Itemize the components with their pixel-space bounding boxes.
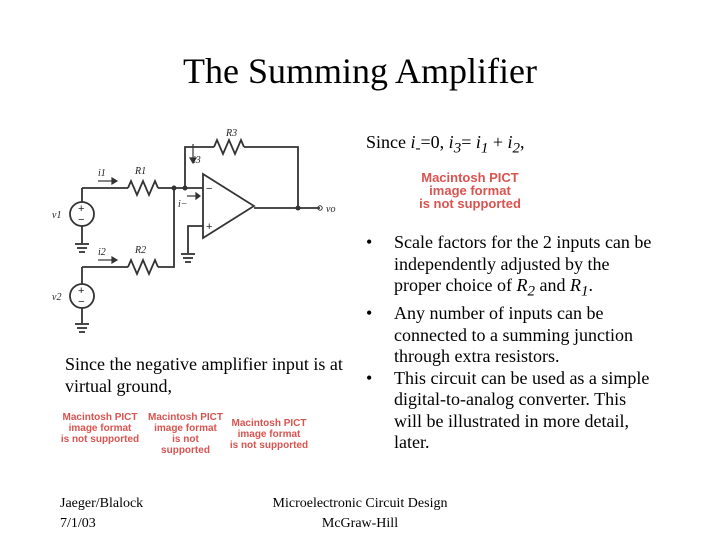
bullet-marker: •: [366, 367, 373, 388]
pict-placeholder-equation-2: Macintosh PICT image format is not suppo…: [148, 412, 223, 456]
r3-resistor: [213, 137, 245, 157]
slide-title: The Summing Amplifier: [183, 51, 537, 91]
text-run: Scale factors for the 2 inputs can be in…: [394, 232, 652, 295]
pict-line-3: is not supported: [419, 196, 521, 211]
pict-line-2: image format: [237, 429, 301, 440]
pict-placeholder-equation-1: Macintosh PICT image format is not suppo…: [60, 412, 140, 445]
r2-wire-out: [158, 188, 175, 268]
r2-label: R2: [134, 245, 146, 256]
text-run: i: [448, 132, 454, 152]
pict-line-1: Macintosh PICT: [421, 170, 519, 185]
text-run: R: [516, 275, 528, 295]
bullet-list: • Scale factors for the 2 inputs can be i…: [366, 232, 656, 454]
text-run: i: [507, 132, 513, 152]
text-run: 1: [580, 283, 589, 300]
footer-author-date: Jaeger/Blalock 7/1/03: [60, 494, 143, 534]
text-run: and: [534, 275, 570, 295]
bullet-item: • This circuit can be used as a simple di…: [366, 368, 656, 454]
pict-line-1: Macintosh PICT: [148, 412, 224, 423]
current-relation-text: Since i-=0, i3= i1 + i2,: [366, 132, 525, 158]
i2-label: i2: [98, 247, 106, 258]
pict-line-3: is not supported: [229, 440, 309, 451]
r1-label: R1: [134, 166, 146, 177]
pict-placeholder-equation: Macintosh PICT image format is not suppo…: [384, 171, 556, 210]
footer-book-info: Microelectronic Circuit Design McGraw-Hi…: [255, 494, 465, 534]
footer-publisher: McGraw-Hill: [321, 516, 399, 531]
v1-minus-sign: −: [78, 214, 84, 226]
i3-label: i3: [193, 155, 201, 166]
pict-placeholder-equation-3: Macintosh PICT image format is not suppo…: [229, 418, 309, 451]
text-run: =: [461, 132, 476, 152]
r1-resistor: [127, 178, 159, 198]
bullet-marker: •: [366, 303, 373, 324]
text-run: 1: [480, 140, 489, 157]
op-amp-triangle: [202, 172, 256, 240]
since-prefix: Since: [366, 132, 411, 152]
summing-amplifier-circuit-diagram: R3 R1 R2 i1 i2 i3 i− v1 v2 vo − + + − + …: [52, 128, 335, 333]
current-equation: i-=0, i3= i1 + i2,: [410, 132, 525, 157]
r3-wire-out: [244, 146, 299, 210]
r3-label: R3: [225, 128, 237, 139]
pict-line-1: Macintosh PICT: [231, 418, 307, 429]
pict-line-2: image format: [429, 183, 511, 198]
vo-label: vo: [326, 204, 335, 215]
virtual-ground-text: Since the negative amplifier input is at…: [65, 354, 343, 396]
footer-date: 7/1/03: [60, 516, 96, 531]
text-run: 2: [527, 283, 535, 300]
iminus-label: i−: [178, 199, 188, 210]
pict-line-2: image format: [68, 423, 132, 434]
text-run: 2: [512, 140, 521, 157]
text-run: 3: [453, 140, 462, 157]
pict-line-3: is not supported: [60, 434, 140, 445]
bullet-marker: •: [366, 232, 373, 252]
text-run: Any number of inputs can be connected to…: [394, 303, 633, 367]
r3-wire: [184, 146, 214, 188]
text-run: =0,: [420, 132, 449, 152]
text-run: +: [488, 132, 508, 152]
text-run: i: [475, 132, 481, 152]
opamp-plus-sign: +: [206, 221, 212, 233]
bullet-item: • Scale factors for the 2 inputs can be i…: [366, 232, 656, 303]
pict-line-1: Macintosh PICT: [62, 412, 138, 423]
text-run: i: [410, 132, 416, 152]
i1-label: i1: [98, 168, 106, 179]
text-run: ,: [520, 132, 525, 152]
text-run: .: [588, 275, 593, 295]
r2-resistor: [127, 257, 159, 277]
v1-plus-sign: +: [78, 203, 84, 215]
pict-line-2: image format: [154, 423, 217, 434]
text-run: -: [415, 140, 421, 157]
text-run: R: [569, 275, 581, 295]
footer-book: Microelectronic Circuit Design: [272, 496, 448, 511]
footer-author: Jaeger/Blalock: [60, 496, 144, 511]
v1-label: v1: [52, 210, 61, 221]
v2-label: v2: [52, 292, 61, 303]
v2-minus-sign: −: [78, 296, 84, 308]
bullet-item: • Any number of inputs can be connected t…: [366, 303, 656, 368]
v2-plus-sign: +: [78, 285, 84, 297]
pict-line-3: is not supported: [161, 434, 210, 456]
text-run: This circuit can be used as a simple dig…: [394, 367, 650, 453]
opamp-minus-sign: −: [206, 183, 212, 195]
